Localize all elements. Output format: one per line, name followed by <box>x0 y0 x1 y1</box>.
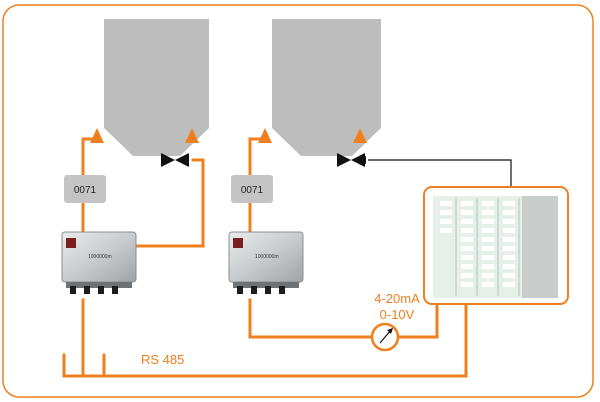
silo-left <box>104 19 209 156</box>
display-left-value: 0071 <box>74 185 97 196</box>
meter-gauge-icon <box>370 322 400 352</box>
display-right <box>231 175 273 203</box>
weighing-box-right-label: 1000000m <box>255 254 279 260</box>
signal-label-current: 4-20mA <box>374 291 420 306</box>
wire-left-valve-return <box>133 158 205 248</box>
arrow-head-icon <box>358 156 366 164</box>
valve-left-icon <box>161 153 189 167</box>
silo-right <box>272 19 381 156</box>
controller-plc-icon <box>423 186 569 305</box>
wire-meter-controller <box>397 302 439 339</box>
load-cell-icon <box>185 128 199 143</box>
weighing-box-right: 1000000m <box>228 231 304 294</box>
signal-label-voltage: 0-10V <box>380 307 415 322</box>
weighing-box-left: 1000000m <box>61 231 137 294</box>
load-cell-icon <box>90 128 104 143</box>
display-right-value: 0071 <box>241 185 264 196</box>
control-line-valve <box>368 159 512 187</box>
load-cell-icon <box>353 128 367 143</box>
display-left <box>64 175 106 203</box>
weighing-box-left-label: 1000000m <box>88 254 112 260</box>
wire-right-meter-line <box>248 298 373 339</box>
bus-label: RS 485 <box>141 352 184 367</box>
load-cell-icon <box>258 128 272 143</box>
